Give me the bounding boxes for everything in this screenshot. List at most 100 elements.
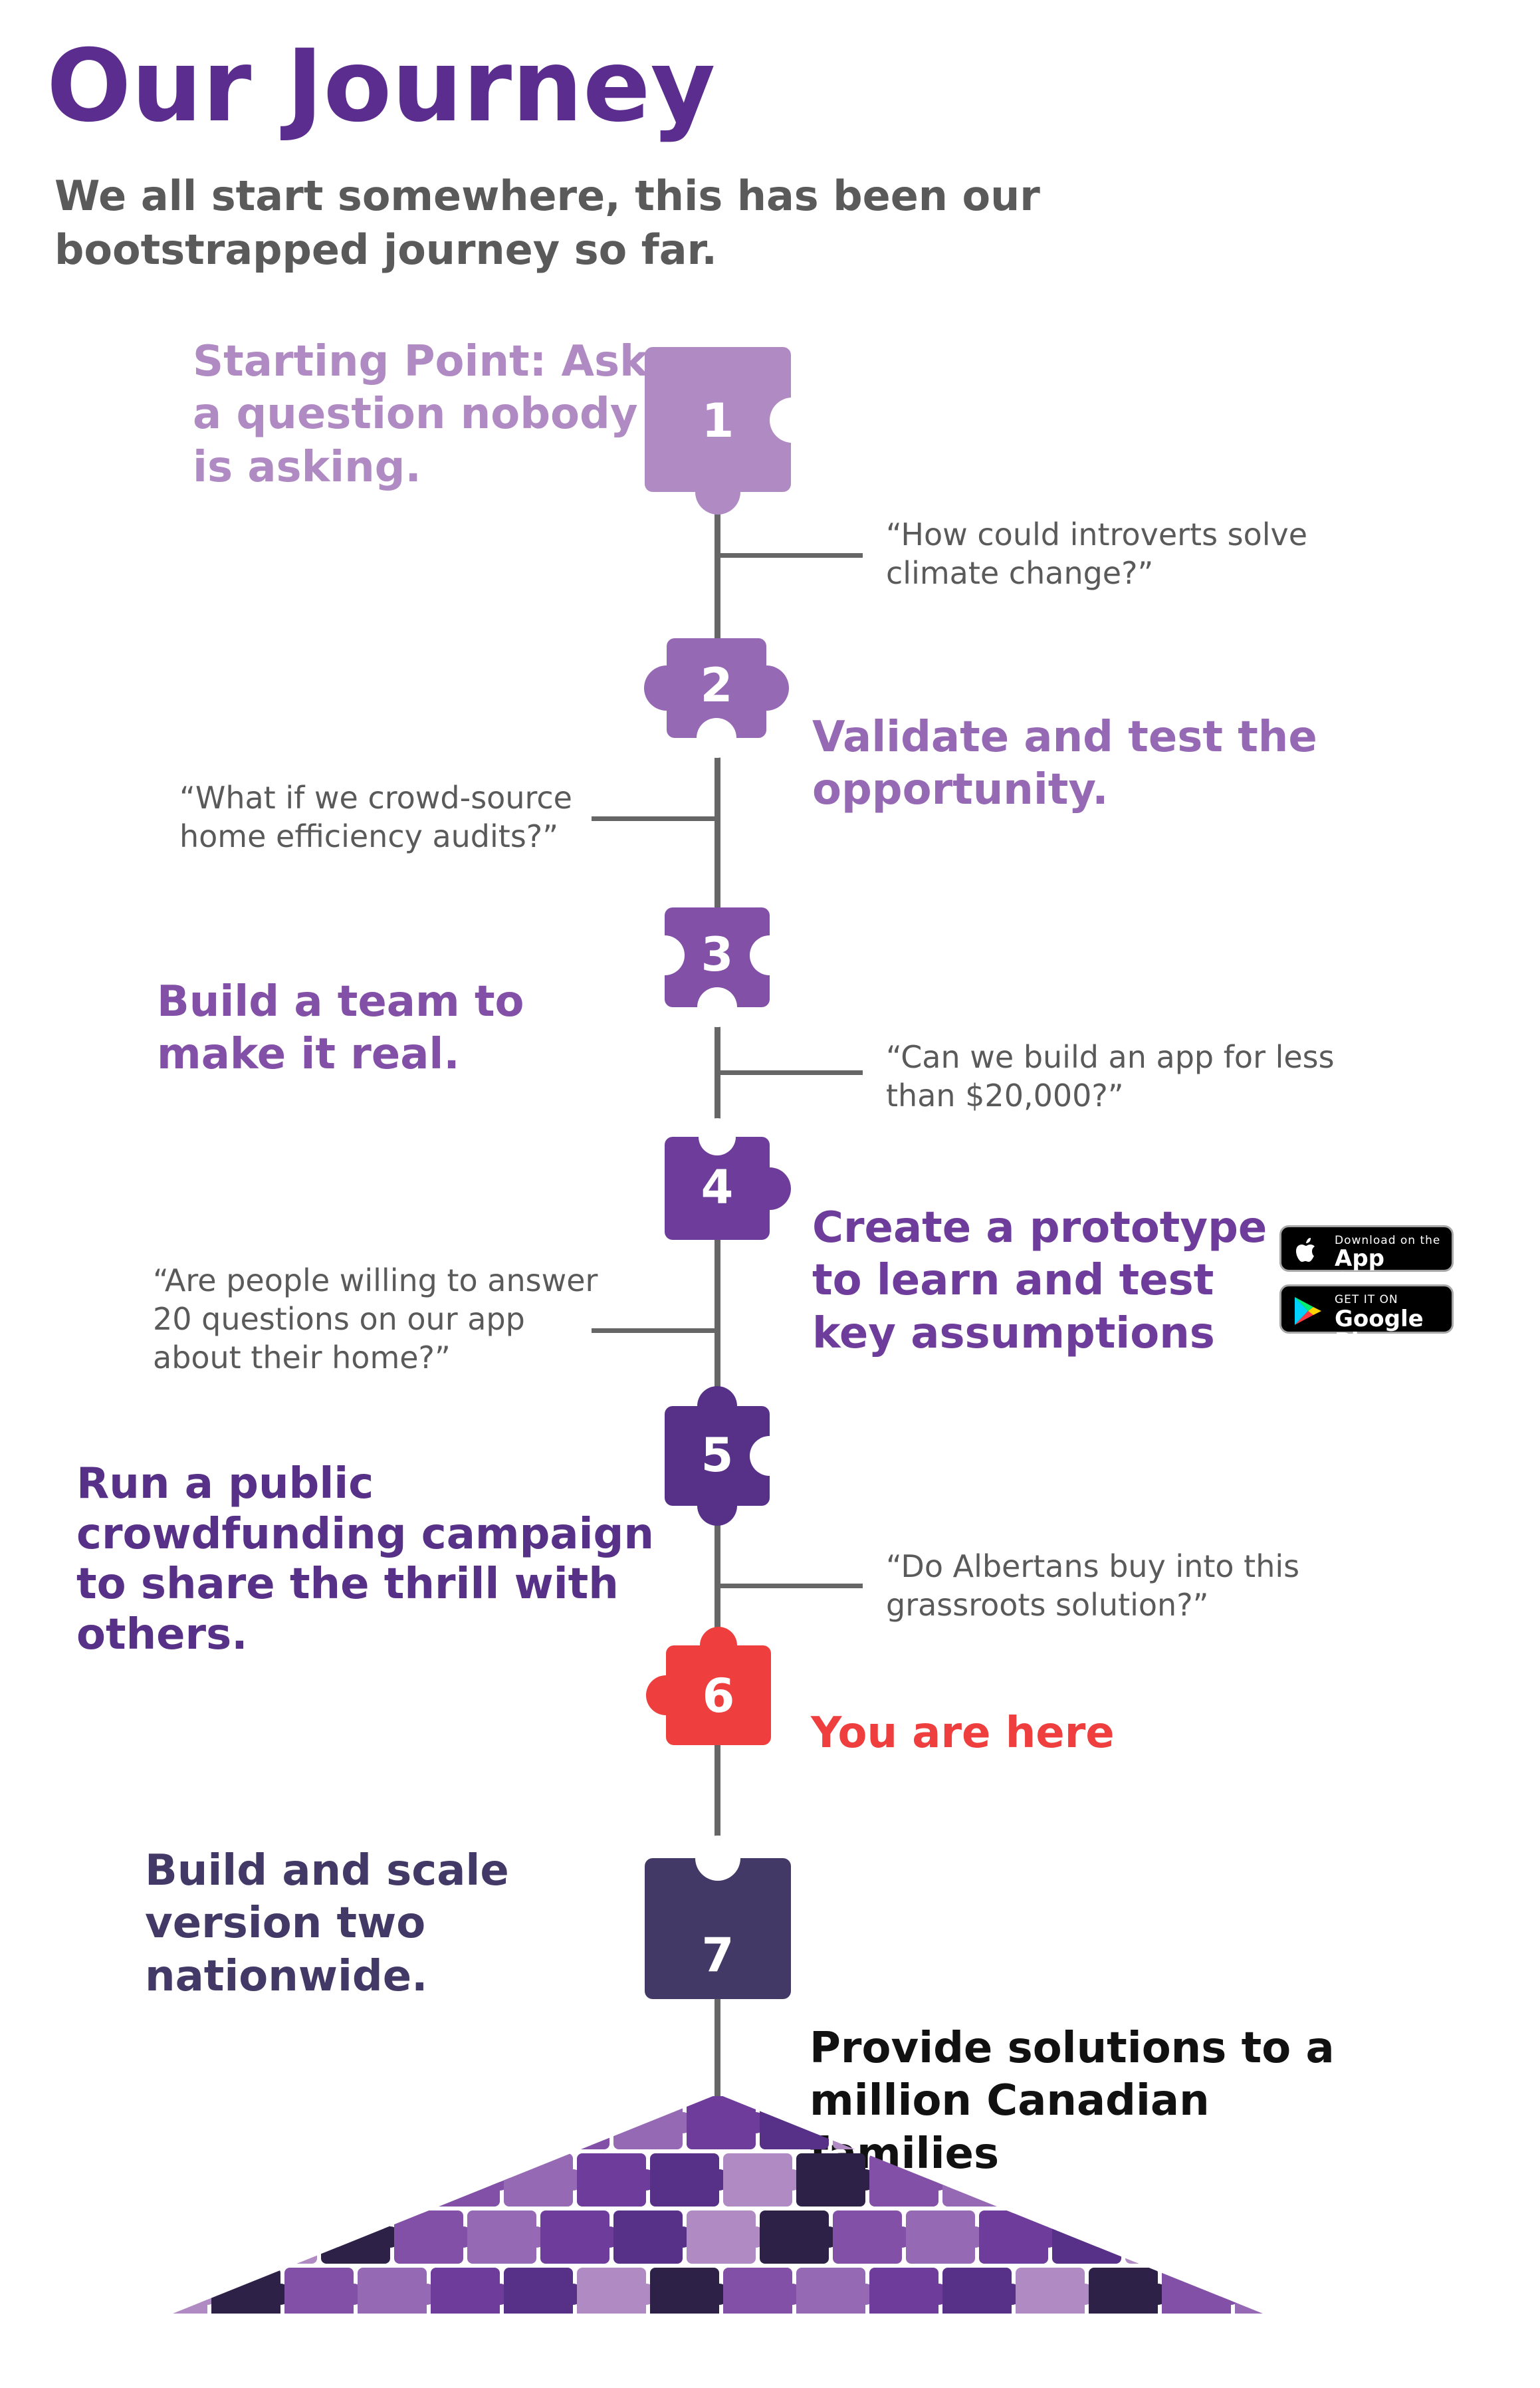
mountain-piece bbox=[358, 2153, 427, 2207]
mountain-piece bbox=[504, 2268, 573, 2314]
mountain-piece bbox=[1089, 2153, 1158, 2207]
mountain-piece-knob bbox=[526, 2112, 547, 2133]
mountain-piece bbox=[394, 2210, 463, 2264]
mountain-piece bbox=[833, 2096, 902, 2149]
puzzle-piece-1-icon: 1 bbox=[645, 347, 815, 517]
mountain-piece bbox=[906, 2210, 975, 2264]
mountain-piece-knob bbox=[233, 2226, 255, 2248]
mountain-piece-knob bbox=[416, 2169, 437, 2191]
mountain-piece bbox=[1198, 2210, 1263, 2264]
puzzle-piece-5-icon: 5 bbox=[665, 1386, 790, 1526]
step-7-title: Build and scale version two nationwide. bbox=[145, 1846, 509, 2001]
mountain-piece bbox=[942, 2268, 1012, 2314]
mountain-piece bbox=[467, 2096, 536, 2149]
mountain-piece-knob bbox=[306, 2112, 328, 2133]
step-1-quote: “How could introverts solve climate chan… bbox=[886, 517, 1308, 591]
google-play-small-text: GET IT ON bbox=[1335, 1293, 1398, 1306]
step-3-number: 3 bbox=[701, 927, 734, 982]
mountain-piece bbox=[796, 2268, 865, 2314]
puzzle-piece-3-icon: 3 bbox=[645, 907, 790, 1027]
mountain-piece bbox=[211, 2153, 280, 2207]
mountain-piece-knob bbox=[306, 2226, 328, 2248]
mountain-piece-knob bbox=[270, 2169, 291, 2191]
app-store-small-text: Download on the bbox=[1335, 1234, 1441, 1247]
step-7-number: 7 bbox=[702, 1928, 734, 1982]
step-2-quote: “What if we crowd-source home efficiency… bbox=[179, 780, 572, 854]
mountain-piece bbox=[650, 2268, 719, 2314]
play-triangle-icon bbox=[1295, 1297, 1321, 1325]
mountain-piece-knob bbox=[1001, 2169, 1022, 2191]
mountain-piece bbox=[173, 2268, 207, 2314]
mountain-piece bbox=[394, 2096, 463, 2149]
step-1-number: 1 bbox=[702, 394, 734, 448]
puzzle-piece-6-icon: 6 bbox=[643, 1625, 776, 1755]
page-title: Our Journey bbox=[47, 29, 716, 144]
google-play-big-text: Google Play bbox=[1335, 1306, 1424, 1355]
quote-connector bbox=[718, 553, 863, 558]
mountain-piece bbox=[1089, 2268, 1158, 2314]
mountain-piece bbox=[942, 2153, 1012, 2207]
step-4-quote: “Are people willing to answer 20 questio… bbox=[153, 1262, 598, 1375]
mountain-piece bbox=[1162, 2268, 1231, 2314]
mountain-piece-knob bbox=[1257, 2112, 1263, 2133]
mountain-piece bbox=[906, 2096, 975, 2149]
mountain-piece bbox=[613, 2210, 683, 2264]
mountain-piece-knob bbox=[818, 2112, 839, 2133]
mountain-piece-knob bbox=[1220, 2169, 1242, 2191]
step-6-title: You are here bbox=[811, 1709, 1115, 1758]
mountain-piece bbox=[1125, 2096, 1194, 2149]
mountain-piece bbox=[358, 2268, 427, 2314]
mountain-piece-knob bbox=[1147, 2169, 1168, 2191]
app-store-badge[interactable]: Download on the App Store bbox=[1279, 1225, 1454, 1292]
mountain-piece bbox=[1198, 2096, 1263, 2149]
mountain-piece bbox=[248, 2210, 317, 2264]
mountain-piece bbox=[869, 2268, 938, 2314]
mountain-piece bbox=[431, 2153, 500, 2207]
step-5-number: 5 bbox=[701, 1428, 734, 1483]
mountain-piece bbox=[321, 2096, 390, 2149]
mountain-piece bbox=[650, 2153, 719, 2207]
mountain-piece-knob bbox=[1184, 2226, 1205, 2248]
mountain-piece bbox=[284, 2268, 354, 2314]
mountain-piece-knob bbox=[1111, 2226, 1132, 2248]
puzzle-piece-4-icon: 4 bbox=[665, 1118, 798, 1243]
step-1-title: Starting Point: Ask a question nobody is… bbox=[193, 337, 648, 492]
mountain-piece bbox=[979, 2096, 1048, 2149]
mountain-piece bbox=[760, 2096, 829, 2149]
quote-connector bbox=[592, 816, 718, 821]
mountain-piece-knob bbox=[891, 2112, 913, 2133]
quote-connector bbox=[718, 1584, 863, 1588]
page-subtitle: We all start somewhere, this has been ou… bbox=[55, 172, 1040, 274]
mountain-piece bbox=[1162, 2153, 1231, 2207]
puzzle-mountain-icon bbox=[173, 2096, 1263, 2314]
mountain-piece bbox=[979, 2210, 1048, 2264]
mountain-piece-knob bbox=[1074, 2169, 1095, 2191]
mountain-piece bbox=[723, 2153, 792, 2207]
mountain-piece bbox=[1125, 2210, 1194, 2264]
mountain-piece bbox=[796, 2153, 865, 2207]
quote-connector bbox=[592, 1328, 718, 1333]
mountain-piece-knob bbox=[233, 2112, 255, 2133]
step-4-number: 4 bbox=[701, 1160, 734, 1215]
apple-icon bbox=[1296, 1238, 1315, 1262]
step-3-quote: “Can we build an app for less than $20,0… bbox=[886, 1039, 1335, 1114]
mountain-piece bbox=[577, 2268, 646, 2314]
mountain-piece-knob bbox=[1220, 2284, 1242, 2305]
timeline-line bbox=[715, 492, 720, 2101]
step-5-title: Run a public crowdfunding campaign to sh… bbox=[76, 1459, 654, 1659]
google-play-badge[interactable]: GET IT ON Google Play bbox=[1279, 1284, 1454, 1353]
mountain-piece bbox=[687, 2210, 756, 2264]
quote-connector bbox=[718, 1070, 863, 1075]
mountain-piece bbox=[540, 2210, 609, 2264]
mountain-piece bbox=[833, 2210, 902, 2264]
mountain-piece-knob bbox=[964, 2112, 986, 2133]
mountain-piece-knob bbox=[380, 2112, 401, 2133]
step-2-number: 2 bbox=[701, 658, 733, 713]
mountain-piece bbox=[723, 2268, 792, 2314]
puzzle-piece-2-icon: 2 bbox=[641, 638, 801, 758]
mountain-piece-knob bbox=[1184, 2112, 1205, 2133]
step-3-title: Build a team to make it real. bbox=[157, 977, 524, 1080]
mountain-piece bbox=[1052, 2096, 1121, 2149]
mountain-piece bbox=[1016, 2268, 1085, 2314]
step-6-number: 6 bbox=[703, 1669, 735, 1723]
